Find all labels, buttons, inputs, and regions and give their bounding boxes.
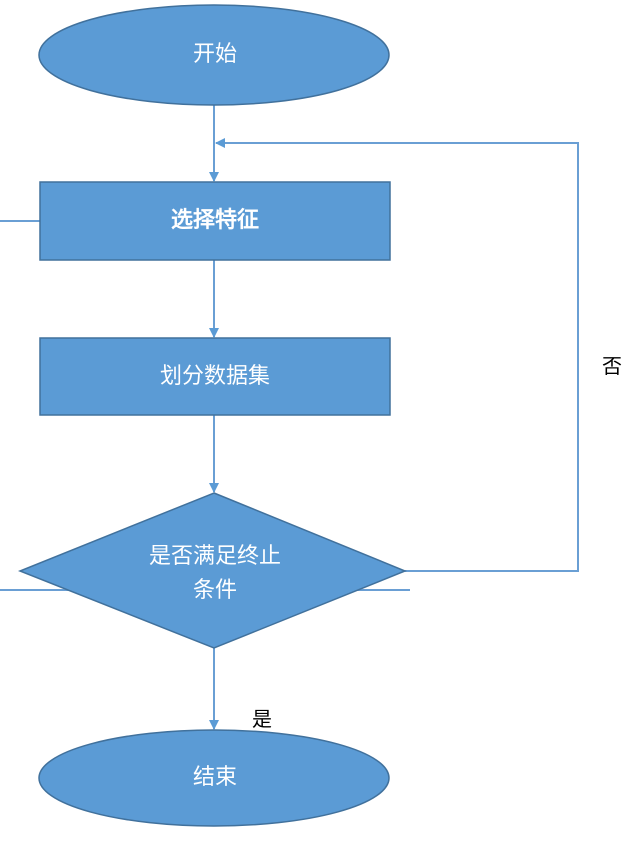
- select-feature-node: [39, 181, 391, 261]
- start-label: 开始: [192, 42, 237, 67]
- condition-label-line1: 是否满足终止: [148, 544, 281, 569]
- condition-label-line2: 条件: [192, 578, 237, 603]
- start-node: [38, 4, 390, 106]
- condition-node: [17, 492, 407, 649]
- end-node: [38, 729, 390, 827]
- yes-edge-label: 是: [252, 707, 272, 731]
- split-dataset-node: [39, 337, 391, 416]
- no-edge-label: 否: [602, 354, 622, 378]
- select-feature-label: 选择特征: [170, 208, 259, 233]
- end-label: 结束: [192, 765, 237, 790]
- split-dataset-label: 划分数据集: [159, 364, 270, 389]
- loop-back-arrow: [215, 138, 579, 572]
